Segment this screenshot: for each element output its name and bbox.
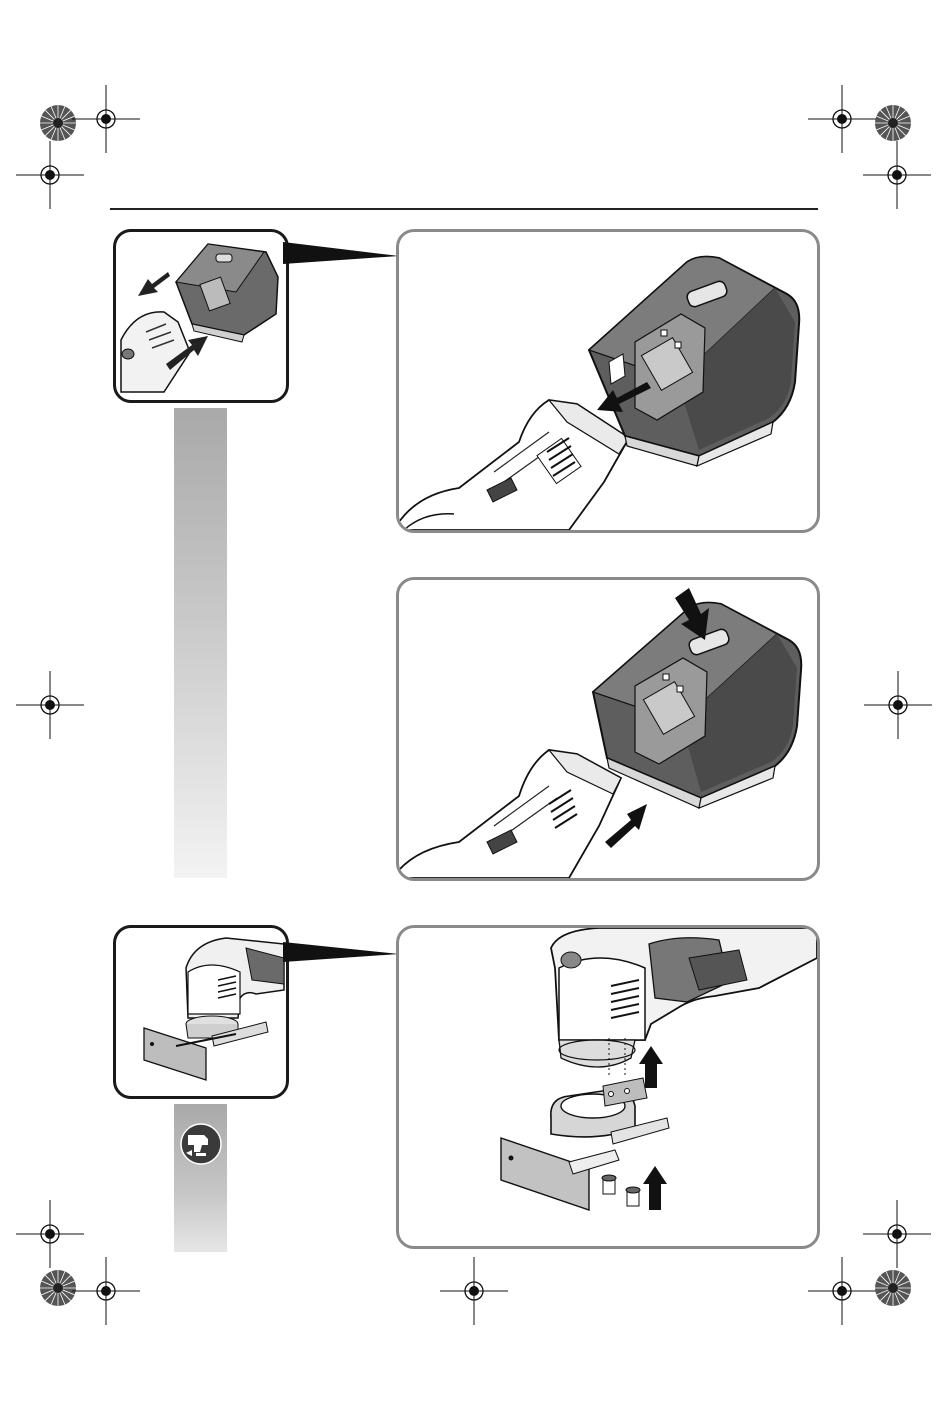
section-sidebar <box>174 1104 227 1252</box>
crosshair-icon <box>863 141 931 209</box>
figure-insert-battery <box>396 577 820 881</box>
crosshair-icon <box>16 141 84 209</box>
figure-remove-battery <box>396 229 820 533</box>
starburst-icon <box>875 105 911 141</box>
section-sidebar <box>174 408 227 878</box>
crosshair-icon <box>72 1257 140 1325</box>
starburst-icon <box>40 105 76 141</box>
thumbnail-remove-battery <box>113 229 289 403</box>
crosshair-icon <box>863 1200 931 1268</box>
figure-mount-guide <box>396 925 820 1249</box>
crosshair-icon <box>808 1257 876 1325</box>
crosshair-icon <box>440 1257 508 1325</box>
thumbnail-mount-guide <box>113 925 289 1099</box>
crosshair-icon <box>16 1200 84 1268</box>
starburst-icon <box>875 1270 911 1306</box>
pull-out-arrow-icon <box>138 272 170 296</box>
crosshair-icon <box>864 671 932 739</box>
crosshair-icon <box>72 85 140 153</box>
header-rule <box>110 208 818 210</box>
tool-mount-icon <box>174 1122 227 1182</box>
screw-arrow-icon <box>643 1166 667 1210</box>
starburst-icon <box>40 1270 76 1306</box>
push-in-arrow-icon <box>605 804 647 848</box>
crosshair-icon <box>808 85 876 153</box>
callout-connector <box>283 236 403 272</box>
crosshair-icon <box>16 671 84 739</box>
callout-connector <box>283 938 403 974</box>
